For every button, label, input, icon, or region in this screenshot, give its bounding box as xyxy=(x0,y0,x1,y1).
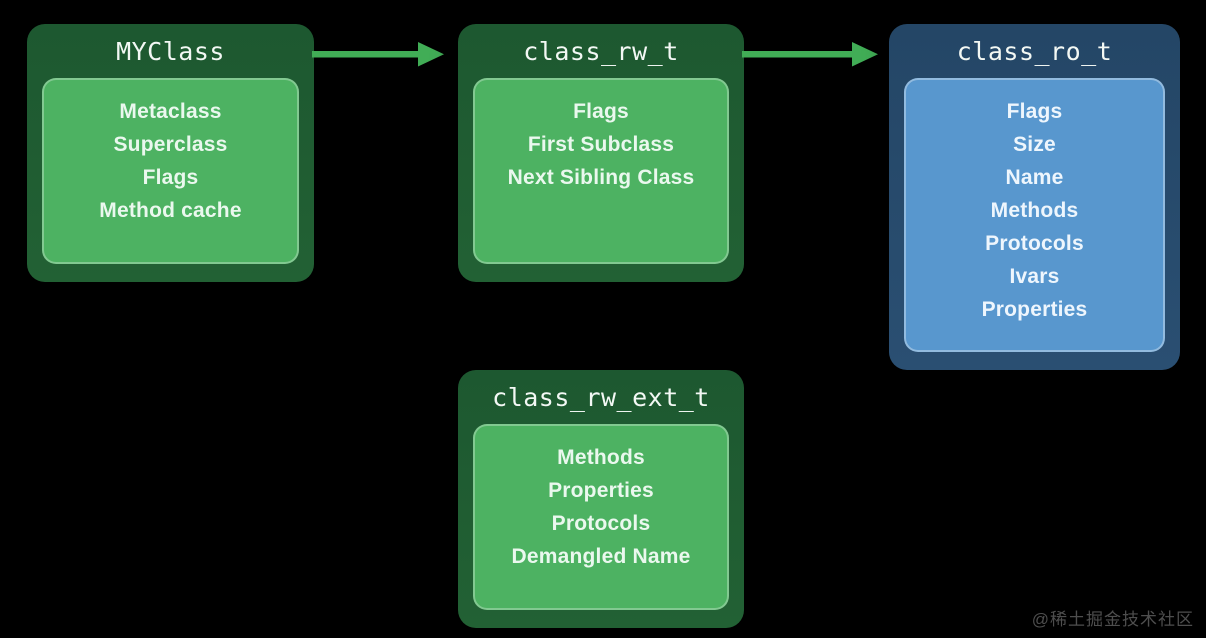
field-size: Size xyxy=(1013,133,1056,156)
field-first-subclass: First Subclass xyxy=(527,133,675,156)
arrow-class-rw-t-to-class-ro-t xyxy=(742,42,878,67)
field-ivars: Ivars xyxy=(1009,265,1060,288)
field-methods: Methods xyxy=(990,199,1079,222)
node-class-rw-t: class_rw_t Flags First Subclass Next Sib… xyxy=(458,24,744,282)
field-flags: Flags xyxy=(1006,100,1063,123)
node-class-ro-t-body: Flags Size Name Methods Protocols Ivars … xyxy=(904,78,1165,352)
node-class-rw-ext-t-body: Methods Properties Protocols Demangled N… xyxy=(473,424,729,610)
field-properties: Properties xyxy=(548,479,654,502)
field-method-cache: Method cache xyxy=(99,199,242,222)
node-myclass: MYClass Metaclass Superclass Flags Metho… xyxy=(27,24,314,282)
node-class-ro-t: class_ro_t Flags Size Name Methods Proto… xyxy=(889,24,1180,370)
field-protocols: Protocols xyxy=(551,512,651,535)
field-properties: Properties xyxy=(981,298,1088,321)
node-class-rw-t-title: class_rw_t xyxy=(523,36,679,66)
field-methods: Methods xyxy=(557,446,645,469)
node-myclass-title: MYClass xyxy=(116,36,225,66)
field-protocols: Protocols xyxy=(985,232,1084,255)
field-superclass: Superclass xyxy=(113,133,228,156)
watermark-text: @稀土掘金技术社区 xyxy=(1031,610,1194,629)
field-metaclass: Metaclass xyxy=(119,100,222,123)
field-demangled-name: Demangled Name xyxy=(511,545,691,568)
node-class-rw-ext-t-title: class_rw_ext_t xyxy=(492,382,710,412)
node-myclass-body: Metaclass Superclass Flags Method cache xyxy=(42,78,299,264)
field-next-sibling-class: Next Sibling Class xyxy=(507,166,695,189)
field-flags: Flags xyxy=(573,100,629,123)
node-class-rw-t-body: Flags First Subclass Next Sibling Class xyxy=(473,78,729,264)
field-flags: Flags xyxy=(142,166,199,189)
node-class-rw-ext-t: class_rw_ext_t Methods Properties Protoc… xyxy=(458,370,744,628)
field-name: Name xyxy=(1005,166,1064,189)
arrow-myclass-to-class-rw-t xyxy=(312,42,444,67)
node-class-ro-t-title: class_ro_t xyxy=(956,36,1113,66)
